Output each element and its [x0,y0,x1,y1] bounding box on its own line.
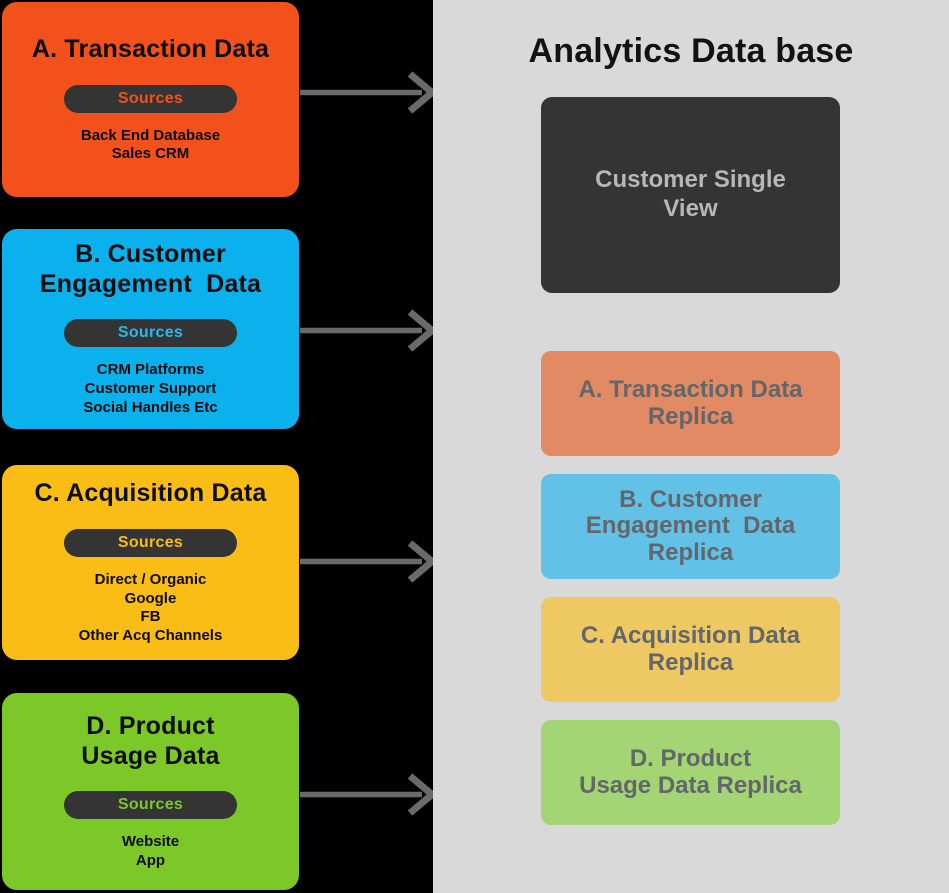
source-box-title: A. Transaction Data [31,35,270,63]
customer-single-view-box: Customer Single View [541,97,840,293]
source-box-transaction-data: A. Transaction Data Sources Back End Dat… [2,2,299,197]
analytics-database-panel: Analytics Data base Customer Single View… [433,0,949,893]
sources-pill-label: Sources [117,89,184,107]
source-box-title: D. Product Usage Data [81,712,220,770]
sources-pill: Sources [64,791,237,820]
replica-box-transaction-data: A. Transaction Data Replica [541,351,840,456]
sources-list: Direct / Organic Google FB Other Acq Cha… [79,571,223,646]
source-item: App [135,852,166,869]
flow-arrow-product-usage-icon [300,773,436,816]
sources-list: Back End Database Sales CRM [81,127,220,165]
replica-box-product-usage-data: D. Product Usage Data Replica [541,720,840,825]
source-item: Other Acq Channels [78,627,223,644]
replica-box-customer-engagement-data: B. Customer Engagement Data Replica [541,474,840,579]
source-item: Sales CRM [111,145,190,163]
sources-pill: Sources [64,84,237,113]
source-box-acquisition-data: C. Acquisition Data Sources Direct / Org… [2,465,299,660]
source-box-title: C. Acquisition Data [34,479,267,508]
source-item: Back End Database [80,126,221,144]
source-item: Direct / Organic [94,570,207,588]
flow-arrow-acquisition-icon [300,540,436,583]
sources-pill: Sources [64,319,237,348]
source-item: Website [121,833,180,851]
source-item: Customer Support [84,380,217,398]
source-item: Google [124,589,177,607]
customer-single-view-label: Customer Single View [595,166,786,222]
sources-pill-label: Sources [117,796,184,814]
flow-arrow-engagement-icon [300,309,436,352]
sources-pill-label: Sources [117,533,184,551]
sources-list: Website App [122,833,179,871]
source-box-customer-engagement-data: B. Customer Engagement Data Sources CRM … [2,229,299,429]
source-item: FB [140,608,161,626]
sources-pill-label: Sources [117,324,184,342]
source-item: CRM Platforms [96,361,205,379]
source-item: Social Handles Etc [83,398,218,416]
replica-box-acquisition-data: C. Acquisition Data Replica [541,597,840,702]
sources-pill: Sources [64,528,237,557]
replica-label: B. Customer Engagement Data Replica [585,485,796,566]
panel-title: Analytics Data base [528,32,854,70]
replica-label: D. Product Usage Data Replica [579,745,802,799]
source-box-title: B. Customer Engagement Data [39,240,262,298]
sources-list: CRM Platforms Customer Support Social Ha… [83,361,217,417]
flow-arrow-transaction-icon [300,71,436,114]
replica-label: A. Transaction Data Replica [578,376,803,430]
replica-label: C. Acquisition Data Replica [580,622,801,676]
source-box-product-usage-data: D. Product Usage Data Sources Website Ap… [2,693,299,890]
